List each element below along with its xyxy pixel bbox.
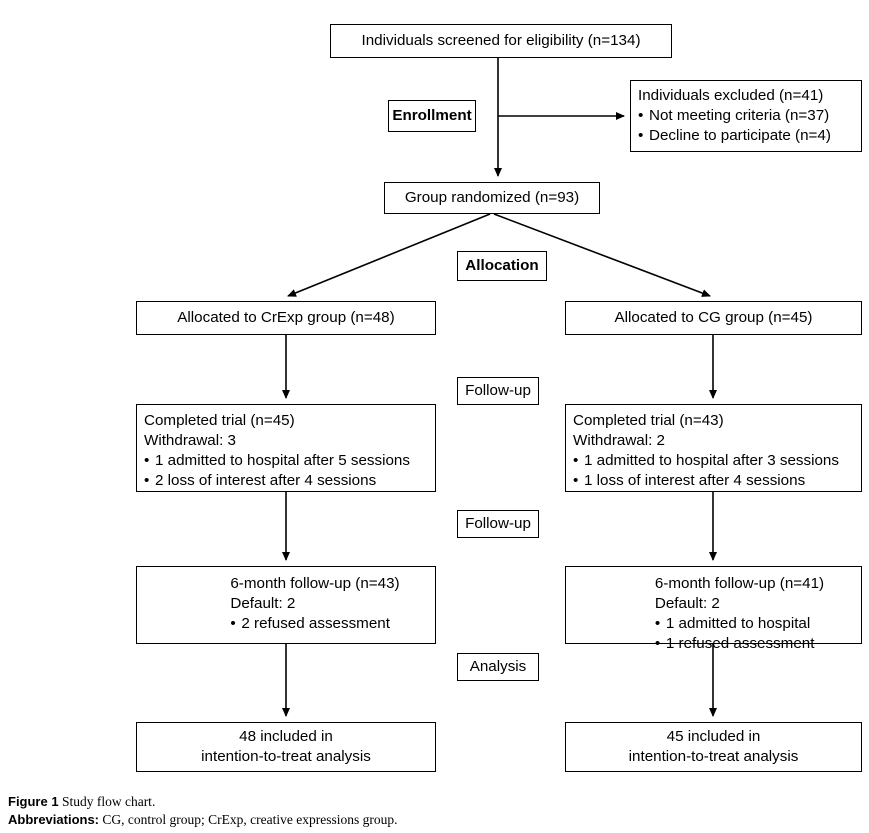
- node-itt-crexp-line1: 48 included in: [239, 728, 333, 745]
- node-randomized-text: Group randomized (n=93): [404, 189, 580, 206]
- node-excluded-bullets: Not meeting criteria (n=37) Decline to p…: [638, 106, 831, 146]
- list-item: Decline to participate (n=4): [638, 126, 831, 146]
- node-itt-analysis-cg: 45 included in intention-to-treat analys…: [565, 722, 862, 772]
- node-completed-crexp-line1: Completed trial (n=45): [144, 412, 295, 429]
- node-allocated-cg-text: Allocated to CG group (n=45): [614, 309, 813, 326]
- node-excluded-title: Individuals excluded (n=41): [638, 87, 824, 104]
- node-completed-cg-bullets: 1 admitted to hospital after 3 sessions …: [573, 451, 861, 491]
- stage-label-followup-1: Follow-up: [457, 377, 539, 405]
- node-completed-crexp-bullets: 1 admitted to hospital after 5 sessions …: [144, 451, 435, 491]
- stage-label-allocation: Allocation: [457, 251, 547, 281]
- list-item: 1 loss of interest after 4 sessions: [573, 471, 861, 491]
- figure-abbreviations-line: Abbreviations: CG, control group; CrExp,…: [8, 811, 648, 829]
- node-itt-cg-line1: 45 included in: [666, 728, 761, 745]
- stage-label-enrollment: Enrollment: [388, 100, 476, 132]
- node-fu6-cg-line2: Default: 2: [654, 595, 720, 612]
- node-completed-cg-line2: Withdrawal: 2: [573, 432, 666, 449]
- node-six-month-followup-crexp: 6-month follow-up (n=43) Default: 2 2 re…: [136, 566, 436, 644]
- node-completed-cg-line1: Completed trial (n=43): [573, 412, 724, 429]
- list-item: 1 admitted to hospital: [655, 614, 824, 634]
- list-item: 1 admitted to hospital after 5 sessions: [144, 451, 435, 471]
- node-six-month-followup-cg: 6-month follow-up (n=41) Default: 2 1 ad…: [565, 566, 862, 652]
- node-allocated-cg: Allocated to CG group (n=45): [565, 301, 862, 335]
- node-allocated-crexp: Allocated to CrExp group (n=48): [136, 301, 436, 335]
- node-fu6-cg-line1: 6-month follow-up (n=41): [654, 575, 825, 592]
- list-item: Not meeting criteria (n=37): [638, 106, 831, 126]
- list-item: 1 refused assessment: [655, 634, 824, 654]
- node-completed-crexp-line2: Withdrawal: 3: [144, 432, 237, 449]
- node-screened-text: Individuals screened for eligibility (n=…: [361, 32, 641, 49]
- node-fu6-crexp-line2: Default: 2: [230, 595, 296, 612]
- node-fu6-cg-bullets: 1 admitted to hospital 1 refused assessm…: [655, 614, 824, 654]
- node-completed-trial-crexp: Completed trial (n=45) Withdrawal: 3 1 a…: [136, 404, 436, 492]
- list-item: 1 admitted to hospital after 3 sessions: [573, 451, 861, 471]
- stage-label-followup-2: Follow-up: [457, 510, 539, 538]
- node-individuals-screened: Individuals screened for eligibility (n=…: [330, 24, 672, 58]
- node-fu6-crexp-bullets: 2 refused assessment: [230, 614, 399, 634]
- consort-flow-diagram: Individuals screened for eligibility (n=…: [0, 0, 869, 790]
- node-fu6-crexp-line1: 6-month follow-up (n=43): [230, 575, 400, 592]
- node-group-randomized: Group randomized (n=93): [384, 182, 600, 214]
- figure-abbrev-label: Abbreviations:: [8, 812, 100, 827]
- figure-caption: Figure 1 Study flow chart. Abbreviations…: [8, 793, 648, 829]
- list-item: 2 loss of interest after 4 sessions: [144, 471, 435, 491]
- figure-abbrev-text: CG, control group; CrExp, creative expre…: [99, 812, 398, 827]
- figure-caption-line: Figure 1 Study flow chart.: [8, 793, 648, 811]
- stage-label-analysis: Analysis: [457, 653, 539, 681]
- list-item: 2 refused assessment: [230, 614, 399, 634]
- node-completed-trial-cg: Completed trial (n=43) Withdrawal: 2 1 a…: [565, 404, 862, 492]
- node-itt-cg-line2: intention-to-treat analysis: [628, 748, 799, 765]
- node-itt-crexp-line2: intention-to-treat analysis: [201, 748, 371, 765]
- figure-caption-label: Figure 1: [8, 794, 59, 809]
- figure-caption-text: Study flow chart.: [58, 794, 156, 809]
- node-allocated-crexp-text: Allocated to CrExp group (n=48): [177, 309, 395, 326]
- node-itt-analysis-crexp: 48 included in intention-to-treat analys…: [136, 722, 436, 772]
- node-individuals-excluded: Individuals excluded (n=41) Not meeting …: [630, 80, 862, 152]
